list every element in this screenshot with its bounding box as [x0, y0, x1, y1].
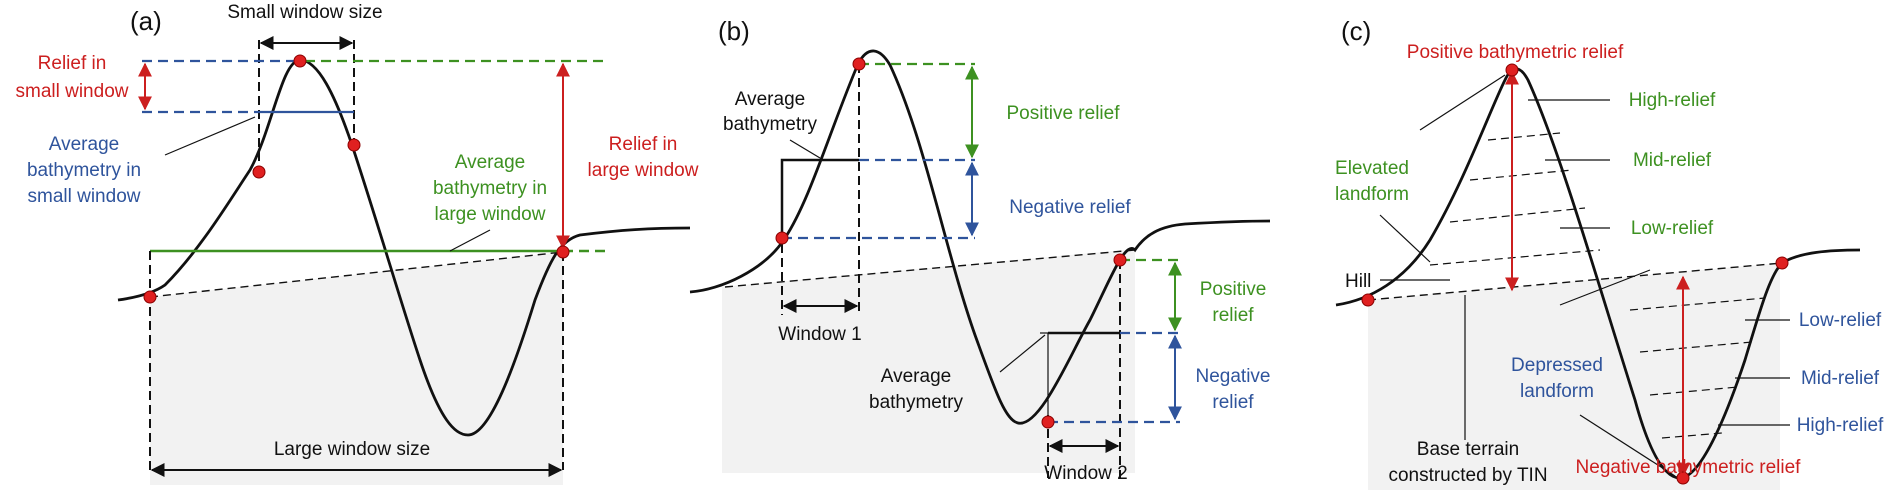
- panel-b-window1-label: Window 1: [778, 324, 861, 345]
- panel-c-tag: (c): [1341, 16, 1371, 46]
- panel-a-avg-large-label-1: Average: [455, 152, 525, 173]
- panel-a-large-window-size-label: Large window size: [274, 439, 430, 460]
- panel-c-low-relief-bottom-label: Low-relief: [1799, 310, 1882, 331]
- panel-a-shaded-region: [150, 252, 563, 485]
- panel-c-base-dashed-line: [1367, 262, 1783, 301]
- panel-c-low-relief-top-label: Low-relief: [1631, 218, 1714, 239]
- panel-a-avg-large-label-3: large window: [435, 204, 546, 225]
- panel-b-tag: (b): [718, 16, 750, 46]
- panel-b-positive-top-label: Positive relief: [1007, 103, 1121, 124]
- panel-c-positive-relief-label: Positive bathymetric relief: [1407, 42, 1624, 63]
- panel-c-point-right: [1775, 256, 1789, 270]
- panel-b-positive-bottom-label-1: Positive: [1200, 279, 1267, 300]
- panel-c-negative-relief-label: Negative bathymetric relief: [1576, 457, 1802, 478]
- panel-b-avg-bottom-label-2: bathymetry: [869, 392, 963, 413]
- panel-b-avg-top-label-1: Average: [735, 89, 805, 110]
- panel-c-depressed-label-1: Depressed: [1511, 355, 1603, 376]
- panel-c-base-label-1: Base terrain: [1417, 439, 1519, 460]
- panel-b: (b) Average bathymetry Positive relief N…: [689, 16, 1271, 484]
- panel-b-base-dashed-line: [724, 249, 1136, 288]
- panel-c-mid-relief-bottom-label: Mid-relief: [1801, 368, 1880, 389]
- panel-c-point-trough: [1676, 471, 1690, 485]
- panel-b-negative-bottom-label-1: Negative: [1196, 366, 1271, 387]
- panel-c-point-peak: [1505, 63, 1519, 77]
- panel-c-elevated-leader-2: [1379, 214, 1431, 263]
- panel-c-point-left: [1361, 293, 1375, 307]
- panel-c-hatch-8: [1661, 432, 1723, 439]
- panel-a-profile-curve: [117, 58, 691, 437]
- panel-c-mid-relief-top-label: Mid-relief: [1633, 150, 1712, 171]
- panel-c-hatch-1: [1429, 249, 1601, 266]
- panel-a: (a) Small window size Relief in small wi…: [16, 2, 699, 485]
- panel-b-window2-label: Window 2: [1044, 463, 1127, 484]
- panel-a-avg-large-label-2: bathymetry in: [433, 178, 547, 199]
- panel-b-avg-bottom-leader: [999, 334, 1046, 373]
- panel-a-relief-small-label-1: Relief in: [38, 53, 107, 74]
- panel-a-avg-small-label-1: Average: [49, 134, 119, 155]
- panel-c-high-relief-top-label: High-relief: [1629, 90, 1716, 111]
- panel-b-point-window2-right: [1113, 253, 1127, 267]
- panel-b-point-peak: [852, 57, 866, 71]
- panel-a-relief-large-label-2: large window: [588, 160, 699, 181]
- panel-b-avg-top-leader: [789, 139, 821, 159]
- panel-a-point-right: [556, 245, 570, 259]
- panel-c-profile-curve: [1335, 67, 1861, 480]
- panel-a-relief-large-label-1: Relief in: [609, 134, 678, 155]
- panel-a-point-small-left: [252, 165, 266, 179]
- panel-b-point-window1-left: [775, 231, 789, 245]
- panel-c-hill-label: Hill: [1345, 271, 1371, 292]
- panel-a-point-peak: [293, 54, 307, 68]
- panel-a-relief-small-label-2: small window: [16, 81, 129, 102]
- panel-c-elevated-label-1: Elevated: [1335, 158, 1409, 179]
- panel-a-point-left: [143, 290, 157, 304]
- panel-a-base-dashed-line: [149, 251, 564, 298]
- panel-c-hatch-2: [1449, 207, 1586, 223]
- panel-c-elevated-leader-1: [1419, 74, 1506, 131]
- panel-a-avg-small-leader: [164, 116, 256, 156]
- panel-c-hatch-3: [1469, 169, 1573, 181]
- panel-c-high-relief-bottom-label: High-relief: [1797, 415, 1884, 436]
- panel-a-tag: (a): [130, 6, 162, 36]
- panel-c-hatch-6: [1639, 341, 1753, 353]
- panel-c-depressed-leader-1: [1559, 269, 1651, 306]
- panel-b-negative-bottom-label-2: relief: [1212, 392, 1254, 413]
- panel-b-avg-bottom-label-1: Average: [881, 366, 951, 387]
- panel-a-avg-large-leader: [449, 229, 491, 252]
- panel-b-avg-top-label-2: bathymetry: [723, 114, 817, 135]
- panel-b-profile-curve: [689, 49, 1271, 425]
- panel-c-hatch-5: [1629, 297, 1766, 311]
- panel-a-avg-small-label-2: bathymetry in: [27, 160, 141, 181]
- panel-b-negative-top-label: Negative relief: [1009, 197, 1131, 218]
- panel-a-point-small-right: [347, 138, 361, 152]
- panel-b-positive-bottom-label-2: relief: [1212, 305, 1254, 326]
- panel-b-window1-average-line: [780, 158, 859, 240]
- panel-c-hatch-7: [1649, 386, 1739, 396]
- panel-c-base-label-2: constructed by TIN: [1388, 465, 1547, 486]
- panel-b-point-trough: [1041, 415, 1055, 429]
- panel-c-depressed-label-2: landform: [1520, 381, 1594, 402]
- panel-c-depressed-leader-2: [1579, 414, 1676, 477]
- panel-a-avg-small-label-3: small window: [28, 186, 141, 207]
- panel-b-shaded-region: [722, 249, 1135, 473]
- panel-c-elevated-label-2: landform: [1335, 184, 1409, 205]
- panel-a-small-window-size-label: Small window size: [227, 2, 382, 23]
- panel-c: (c) Positive bathymetric relief High-rel…: [1335, 16, 1884, 490]
